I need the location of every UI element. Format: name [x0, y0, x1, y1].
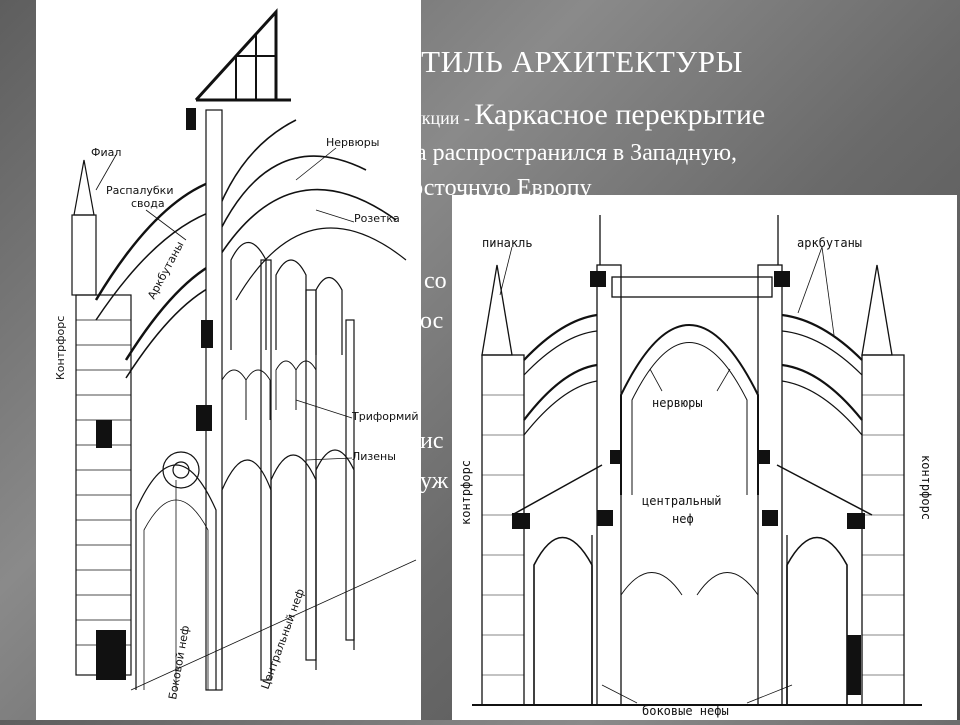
label-nervyury: нервюры [652, 396, 703, 410]
right-diagram-panel: пинакль аркбутаны нервюры центральный не… [452, 195, 957, 720]
text-fragment: со [424, 268, 447, 294]
label-lizeny: Лизены [352, 450, 396, 463]
label-raspalubki-2: свода [131, 197, 165, 210]
label-arkbutany: аркбутаны [797, 236, 862, 250]
label-bokovoy-nef: Боковой неф [166, 625, 192, 701]
label-rozetka: Розетка [354, 212, 400, 225]
left-diagram-panel: Фиал Распалубки свода Нервюры Розетка Тр… [36, 0, 421, 720]
label-pinakl: пинакль [482, 236, 533, 250]
label-centralny-nef-2: неф [672, 512, 694, 526]
label-raspalubki: Распалубки [106, 184, 173, 197]
label-arkbutany: Аркбутаны [145, 239, 186, 301]
cathedral-section-drawing: пинакль аркбутаны нервюры центральный не… [459, 215, 933, 718]
text-fragment: уж [420, 468, 449, 494]
label-centralny-nef: Центральный неф [259, 587, 307, 691]
label-kontrfors: Контрфорс [54, 316, 67, 380]
label-centralny-nef: центральный [642, 494, 721, 508]
label-triforiy: Триформий [351, 410, 419, 423]
label-fial: Фиал [91, 146, 121, 159]
label-kontrfors-left: контрфорс [459, 460, 473, 525]
line1-main: Каркасное перекрытие [474, 98, 766, 131]
label-kontrfors-right: контрфорс [919, 455, 933, 520]
text-fragment: ис [420, 428, 444, 454]
label-bokovye-nefy: боковые нефы [642, 704, 729, 718]
slide-title: СТИЛЬ АРХИТЕКТУРЫ [400, 44, 743, 79]
cathedral-perspective-drawing: Фиал Распалубки свода Нервюры Розетка Тр… [54, 8, 419, 701]
slide-text-line-2: а распространился в Западную, [416, 140, 738, 166]
text-fragment: ос [420, 308, 444, 334]
label-nervyury: Нервюры [326, 136, 379, 149]
slide-text-line-1: рукции - Каркасное перекрытие [404, 98, 765, 132]
